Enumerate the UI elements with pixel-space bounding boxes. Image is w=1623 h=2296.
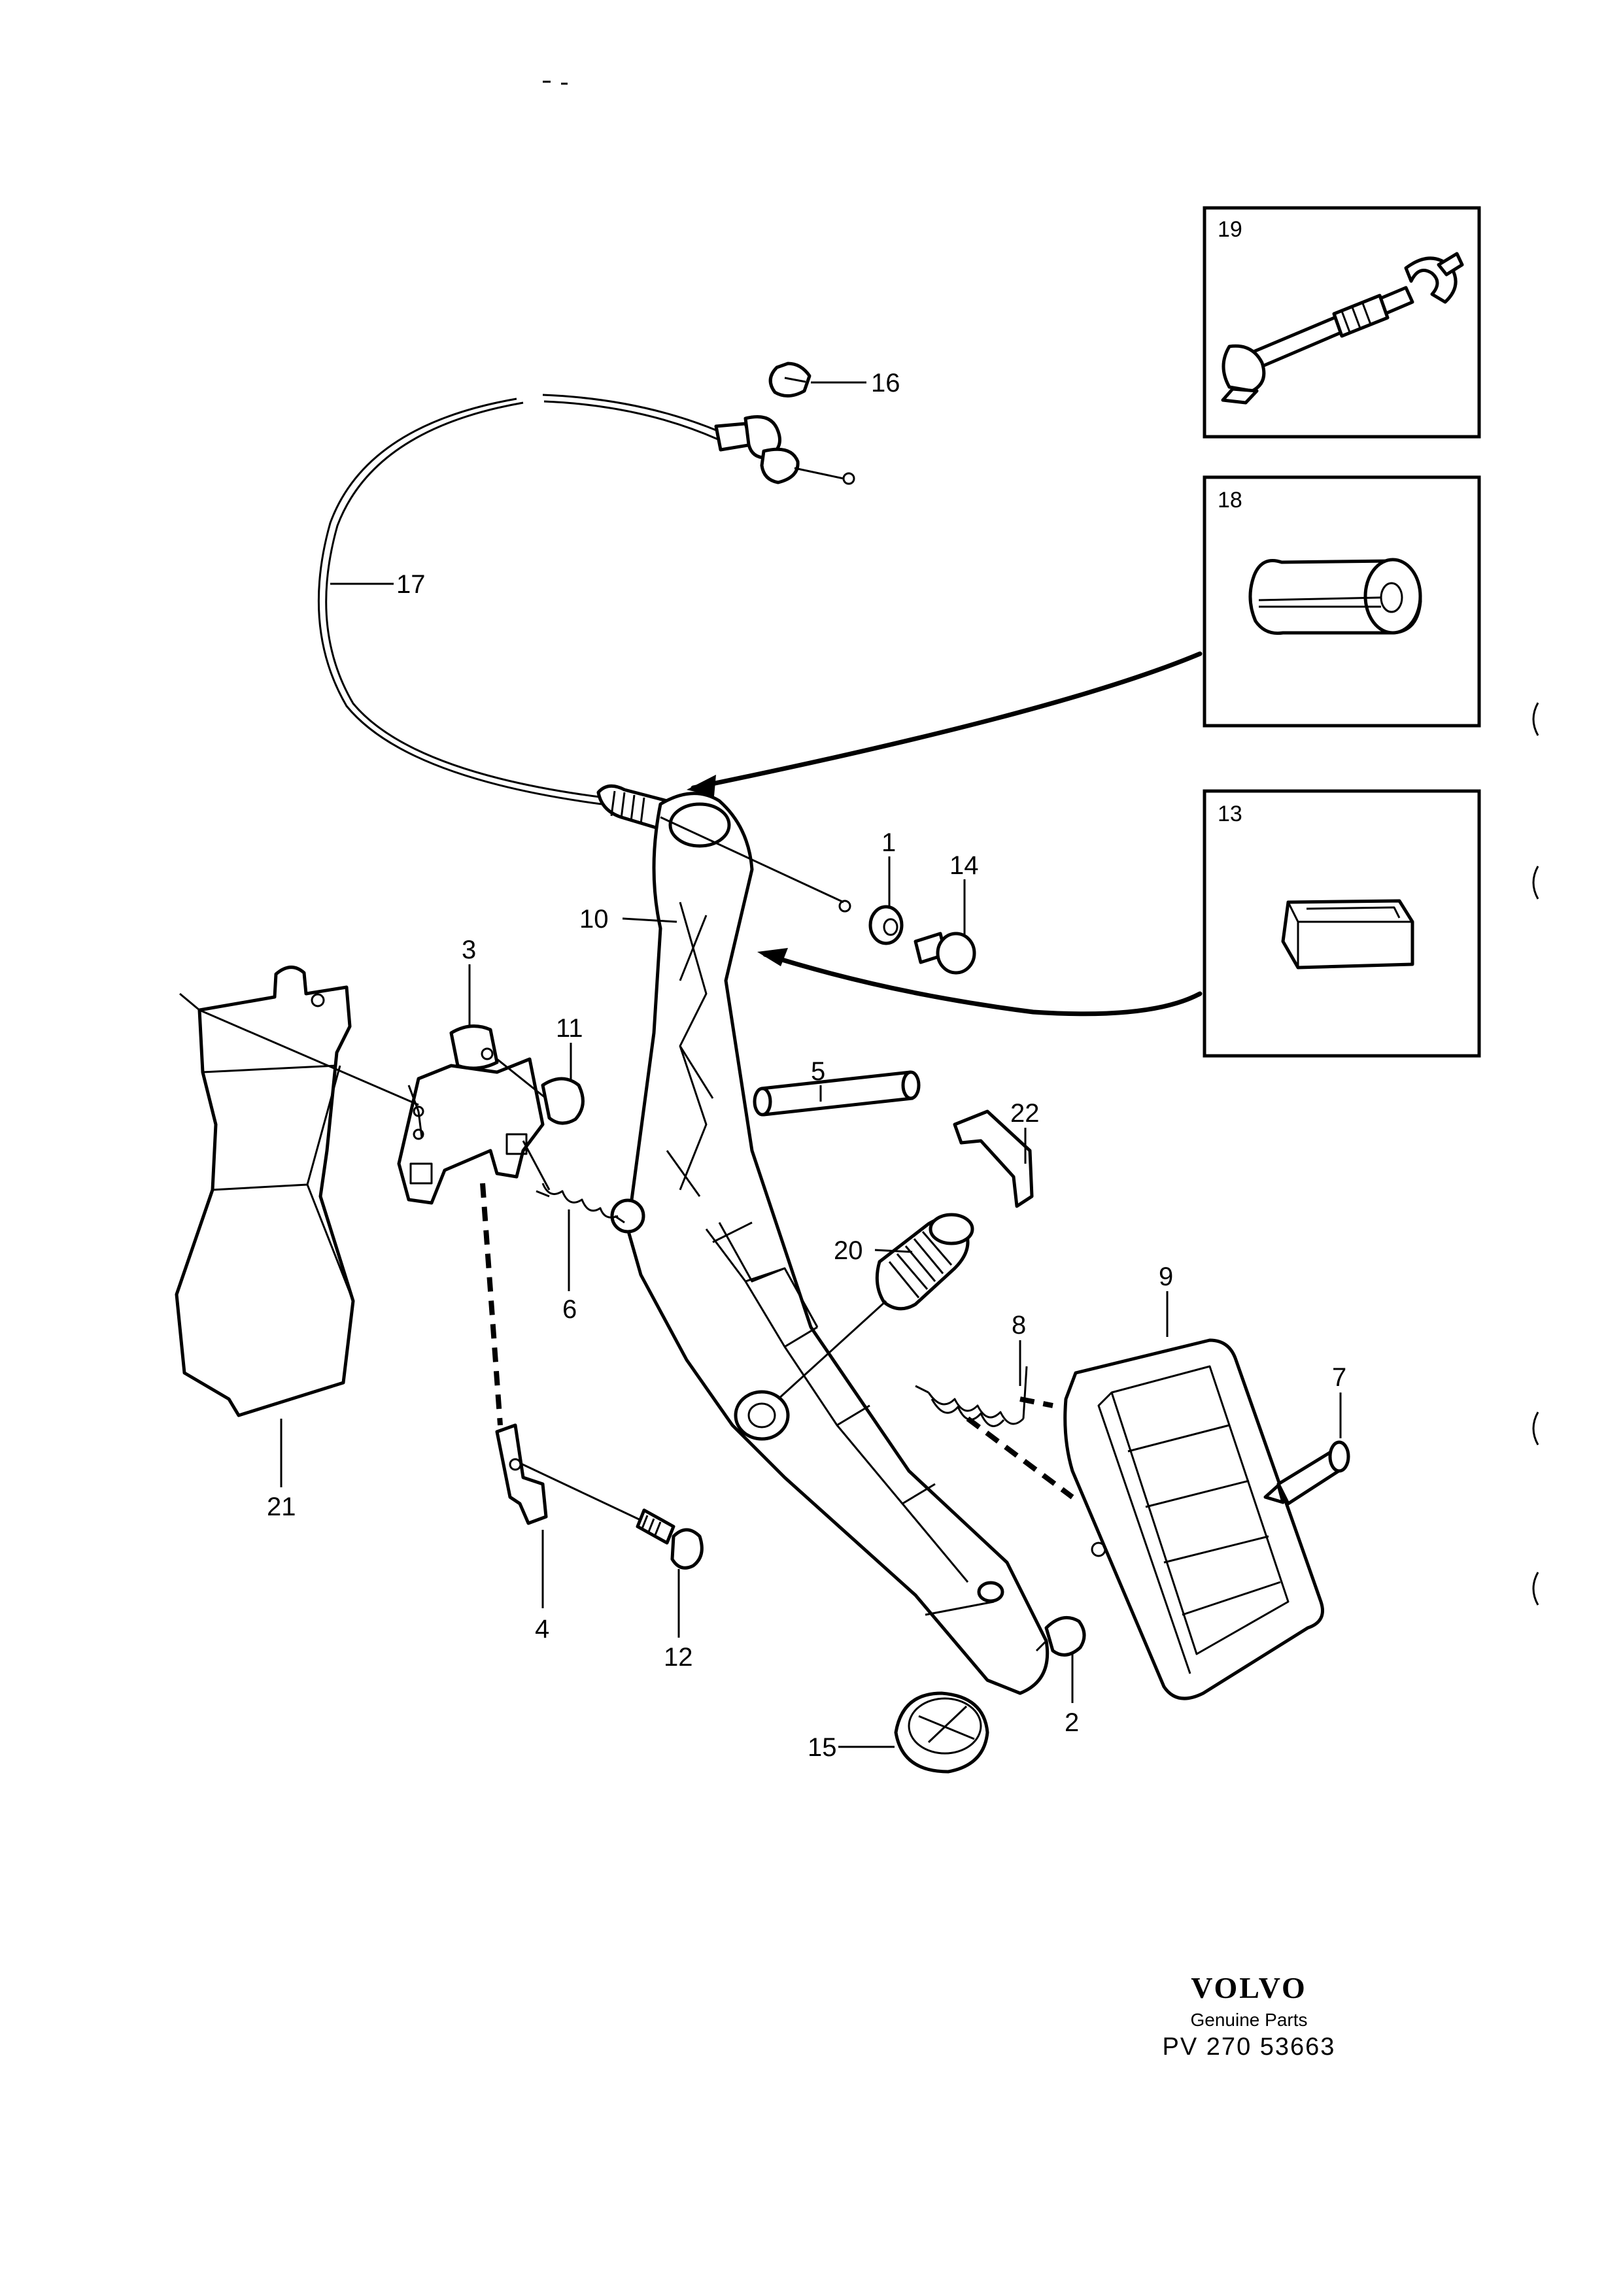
inset-13-label: 13 bbox=[1218, 802, 1242, 826]
dashed-link-3-4 bbox=[480, 1183, 503, 1426]
inset-18-bushing: 18 bbox=[1203, 475, 1481, 728]
callout-16: 16 bbox=[871, 369, 900, 397]
spring-6 bbox=[522, 1140, 625, 1224]
callout-11: 11 bbox=[556, 1014, 583, 1043]
callout-5: 5 bbox=[811, 1057, 825, 1086]
cable-inner-wire bbox=[660, 816, 844, 903]
callout-9: 9 bbox=[1159, 1262, 1173, 1291]
inset-arrows bbox=[687, 651, 1203, 1017]
grommet-15 bbox=[894, 1691, 989, 1774]
callouts: 16 17 1 14 10 3 11 5 22 20 6 9 8 7 21 4 bbox=[267, 369, 1346, 1762]
volvo-logo: VOLVO bbox=[1191, 1971, 1307, 2004]
callout-1: 1 bbox=[881, 828, 896, 857]
diagram-code: PV 270 53663 bbox=[1162, 2033, 1336, 2061]
spring-8 bbox=[915, 1366, 1074, 1500]
callout-8: 8 bbox=[1012, 1311, 1026, 1340]
callout-22: 22 bbox=[1010, 1099, 1040, 1128]
inset-18-label: 18 bbox=[1218, 488, 1242, 513]
bolt-12 bbox=[519, 1462, 704, 1570]
callout-6: 6 bbox=[562, 1295, 577, 1324]
callout-14: 14 bbox=[949, 851, 979, 880]
nut-11 bbox=[496, 1058, 585, 1125]
callout-3: 3 bbox=[462, 936, 476, 964]
floor-bracket-21 bbox=[175, 966, 419, 1417]
callout-17: 17 bbox=[396, 570, 426, 599]
inset-19-cable-end: 19 bbox=[1203, 206, 1481, 439]
pedal-pad-9 bbox=[1063, 1338, 1324, 1700]
margin-marks bbox=[543, 80, 1539, 1606]
callout-20: 20 bbox=[834, 1236, 863, 1265]
callout-2: 2 bbox=[1065, 1708, 1079, 1737]
callout-10: 10 bbox=[579, 905, 609, 934]
inset-19-label: 19 bbox=[1218, 217, 1242, 242]
bumper-2 bbox=[1035, 1615, 1086, 1657]
nut-1 bbox=[868, 905, 904, 945]
throttle-cable-17 bbox=[317, 394, 855, 831]
callout-4: 4 bbox=[535, 1615, 549, 1644]
callout-21: 21 bbox=[267, 1493, 296, 1521]
brand-subtitle: Genuine Parts bbox=[1190, 2010, 1308, 2030]
spring-20 bbox=[777, 1213, 974, 1400]
clip-4 bbox=[495, 1423, 548, 1525]
screw-14 bbox=[914, 932, 976, 975]
bracket-3 bbox=[397, 1024, 545, 1205]
pin-5 bbox=[753, 1070, 921, 1117]
pin-7 bbox=[1263, 1440, 1350, 1506]
inset-13-pad: 13 bbox=[1203, 789, 1481, 1058]
pedal-arm-10 bbox=[610, 792, 1050, 1695]
callout-15: 15 bbox=[808, 1733, 837, 1762]
callout-7: 7 bbox=[1332, 1363, 1346, 1392]
clip-16 bbox=[768, 362, 811, 397]
clip-22 bbox=[953, 1109, 1034, 1208]
callout-12: 12 bbox=[664, 1643, 693, 1672]
brand-block: VOLVO Genuine Parts PV 270 53663 bbox=[1138, 1973, 1360, 2061]
